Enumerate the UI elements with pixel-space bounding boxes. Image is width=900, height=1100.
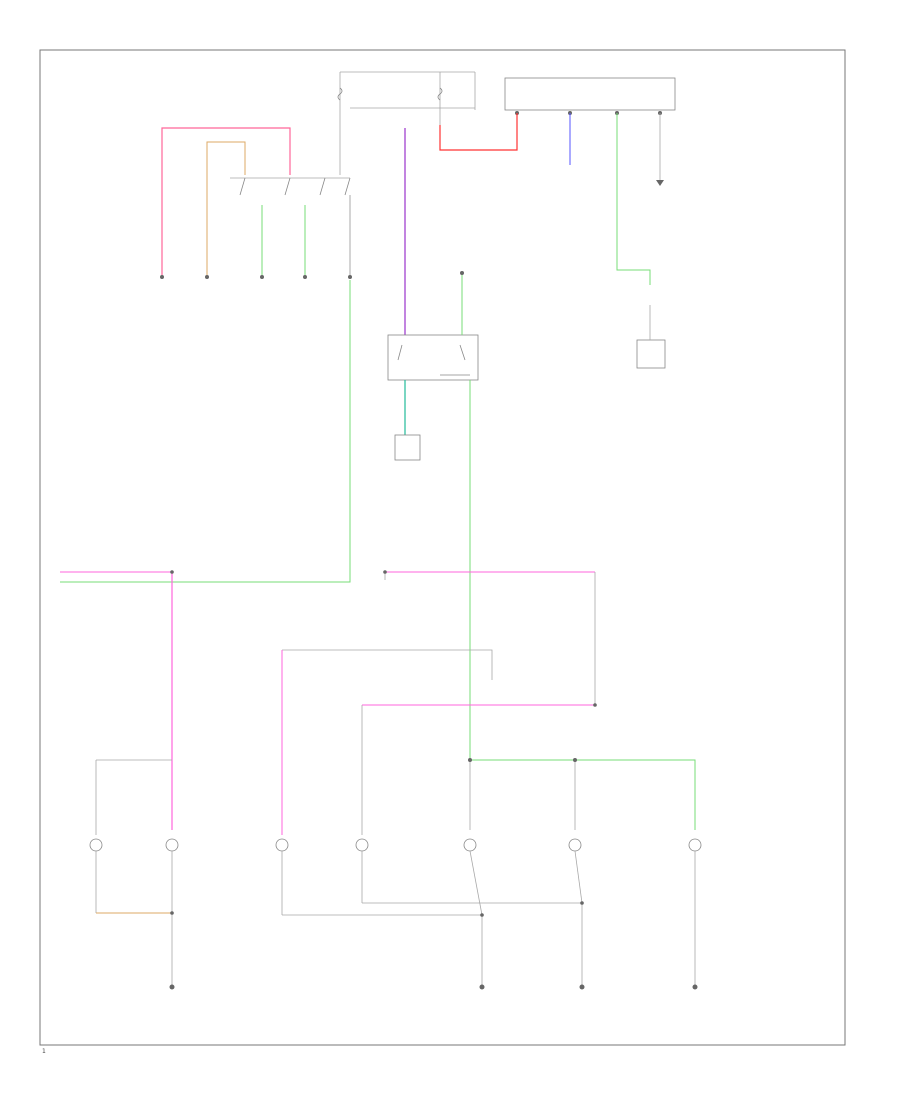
connector-pins-left	[160, 275, 352, 279]
lamp-icon	[89, 838, 702, 852]
wire-pink-top-left	[161, 127, 291, 275]
ground-icon	[656, 180, 664, 186]
diagram-frame	[39, 49, 846, 1046]
fuse-icon	[337, 87, 443, 101]
ground-icon	[169, 984, 698, 990]
wire-red	[439, 113, 518, 151]
hazard-switch-contacts	[397, 344, 470, 376]
splice-points	[170, 570, 597, 917]
module-pins	[515, 111, 662, 115]
fuse-block-group	[339, 71, 476, 175]
right-sensor-component	[636, 339, 666, 369]
wire-green-module	[616, 113, 651, 285]
switch-outputs	[261, 195, 351, 275]
lamp-return-wires	[95, 850, 696, 985]
brake-lamp-switch	[394, 434, 421, 461]
wire-green-right-bus	[470, 759, 696, 830]
lighting-control-module	[504, 77, 676, 111]
headlamp-switch-contacts	[239, 177, 351, 196]
wire-junction-top	[282, 649, 493, 680]
wire-green-left-long	[60, 280, 351, 583]
diagram-footer-code: 1	[42, 1048, 46, 1055]
turn-hazard-switch	[387, 334, 479, 381]
wire-orange-top	[206, 141, 246, 275]
